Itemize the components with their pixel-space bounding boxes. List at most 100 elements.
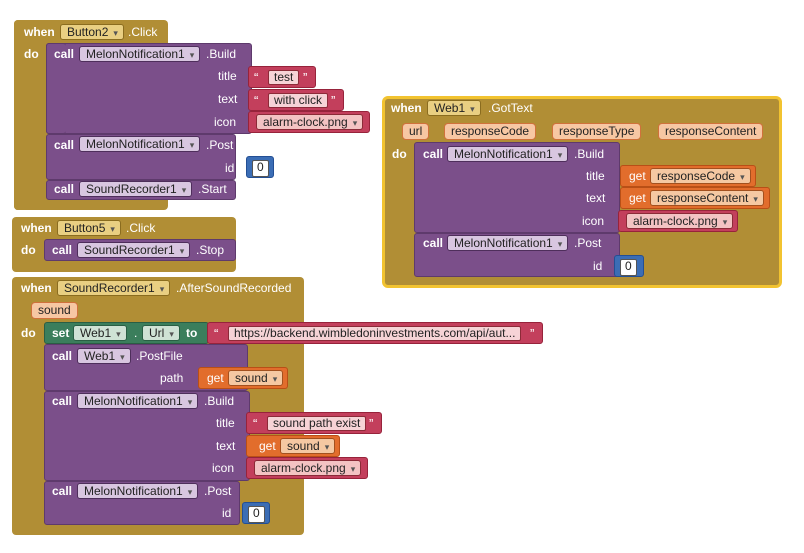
get-label: get — [629, 169, 646, 183]
variable-dropdown[interactable]: responseContent▾ — [650, 190, 764, 206]
event-name: .AfterSoundRecorded — [176, 281, 292, 295]
component-dropdown-melon[interactable]: MelonNotification1▾ — [447, 235, 569, 251]
quote-close-icon: ” — [331, 93, 336, 108]
event-parameter-responsecontent[interactable]: responseContent — [658, 123, 764, 140]
chevron-down-icon: ▾ — [557, 239, 563, 249]
method-name: .Build — [574, 147, 605, 161]
component-dropdown-web1[interactable]: Web1▾ — [427, 100, 481, 116]
method-name: .Post — [204, 484, 232, 498]
when-label: when — [391, 101, 422, 115]
call-label: call — [52, 349, 73, 363]
get-block[interactable]: get sound▾ — [246, 435, 340, 457]
component-dropdown-web1[interactable]: Web1▾ — [77, 348, 131, 364]
string-block[interactable]: “ sound path exist ” — [246, 412, 382, 434]
do-label: do — [392, 147, 407, 161]
variable-dropdown[interactable]: responseCode▾ — [650, 168, 751, 184]
chevron-down-icon: ▾ — [350, 464, 356, 474]
get-block[interactable]: get sound▾ — [198, 367, 288, 389]
chevron-down-icon: ▾ — [352, 118, 358, 128]
component-dropdown-button5[interactable]: Button5▾ — [57, 220, 121, 236]
call-block-body — [46, 43, 66, 134]
component-dropdown-soundrecorder[interactable]: SoundRecorder1▾ — [79, 181, 193, 197]
get-label: get — [259, 439, 276, 453]
chevron-down-icon: ▾ — [740, 172, 745, 182]
number-value[interactable]: 0 — [620, 259, 637, 276]
call-label: call — [52, 484, 73, 498]
method-name: .Build — [206, 47, 237, 61]
chevron-down-icon: ▾ — [159, 284, 165, 294]
asset-dropdown[interactable]: alarm-clock.png▾ — [254, 460, 362, 476]
call-label: call — [54, 182, 75, 196]
method-name: .Stop — [196, 243, 225, 257]
asset-block[interactable]: alarm-clock.png▾ — [248, 111, 370, 133]
chevron-down-icon: ▾ — [116, 329, 121, 339]
number-block[interactable]: 0 — [614, 255, 644, 277]
component-dropdown-melon[interactable]: MelonNotification1▾ — [447, 146, 569, 162]
component-dropdown-melon[interactable]: MelonNotification1▾ — [77, 393, 199, 409]
chevron-down-icon: ▾ — [181, 185, 187, 195]
arg-label-title: title — [218, 69, 237, 83]
component-dropdown-button2[interactable]: Button2▾ — [60, 24, 124, 40]
string-block-url[interactable]: “ https://backend.wimbledoninvestments.c… — [207, 322, 543, 344]
arg-label-text: text — [218, 92, 238, 106]
chevron-down-icon: ▾ — [722, 217, 728, 227]
quote-open-icon: “ — [254, 93, 259, 108]
chevron-down-icon: ▾ — [187, 487, 193, 497]
quote-close-icon: ” — [303, 70, 308, 85]
get-block[interactable]: get responseCode▾ — [620, 165, 756, 187]
number-block[interactable]: 0 — [242, 502, 270, 524]
event-parameter-responsetype[interactable]: responseType — [552, 123, 642, 140]
method-name: .Build — [204, 394, 235, 408]
call-label: call — [52, 243, 73, 257]
arg-label-icon: icon — [214, 115, 237, 129]
arg-label-id: id — [225, 161, 235, 175]
to-label: to — [186, 326, 198, 340]
chevron-down-icon: ▾ — [189, 50, 195, 60]
string-block[interactable]: “ with click ” — [248, 89, 344, 111]
chevron-down-icon: ▾ — [557, 150, 563, 160]
component-dropdown-soundrecorder[interactable]: SoundRecorder1▾ — [77, 242, 191, 258]
chevron-down-icon: ▾ — [120, 352, 125, 362]
string-value[interactable]: https://backend.wimbledoninvestments.com… — [228, 326, 522, 341]
call-label: call — [52, 394, 73, 408]
asset-block[interactable]: alarm-clock.png▾ — [618, 210, 738, 232]
component-dropdown-melon[interactable]: MelonNotification1▾ — [79, 46, 201, 62]
property-dropdown-url[interactable]: Url▾ — [142, 325, 180, 341]
variable-dropdown[interactable]: sound▾ — [228, 370, 284, 386]
number-block[interactable]: 0 — [246, 156, 274, 178]
arg-label-icon: icon — [212, 461, 235, 475]
event-name: .GotText — [488, 101, 533, 115]
number-value[interactable]: 0 — [252, 160, 269, 177]
quote-open-icon: “ — [254, 70, 259, 85]
set-label: set — [52, 326, 70, 340]
when-label: when — [21, 221, 52, 235]
asset-dropdown[interactable]: alarm-clock.png▾ — [256, 114, 364, 130]
event-block-body — [14, 20, 48, 210]
arg-label-text: text — [216, 439, 236, 453]
asset-dropdown[interactable]: alarm-clock.png▾ — [626, 213, 734, 229]
do-label: do — [21, 243, 36, 257]
string-value[interactable]: test — [268, 70, 300, 85]
dot-separator: . — [134, 326, 138, 340]
event-parameter-sound[interactable]: sound — [31, 302, 78, 319]
chevron-down-icon: ▾ — [179, 246, 185, 256]
quote-open-icon: “ — [253, 416, 258, 431]
number-value[interactable]: 0 — [248, 506, 265, 523]
event-parameter-url[interactable]: url — [402, 123, 430, 140]
call-label: call — [54, 138, 75, 152]
component-dropdown-web1[interactable]: Web1▾ — [73, 325, 127, 341]
string-value[interactable]: sound path exist — [267, 416, 367, 431]
string-block[interactable]: “ test ” — [248, 66, 316, 88]
arg-label-text: text — [586, 191, 606, 205]
asset-block[interactable]: alarm-clock.png▾ — [246, 457, 368, 479]
component-dropdown-melon[interactable]: MelonNotification1▾ — [79, 136, 201, 152]
string-value[interactable]: with click — [268, 93, 329, 108]
event-parameter-responsecode[interactable]: responseCode — [444, 123, 537, 140]
variable-dropdown[interactable]: sound▾ — [280, 438, 336, 454]
quote-close-icon: ” — [369, 416, 374, 431]
component-dropdown-melon[interactable]: MelonNotification1▾ — [77, 483, 199, 499]
get-block[interactable]: get responseContent▾ — [620, 187, 770, 209]
arg-label-title: title — [586, 169, 605, 183]
event-name: .Click — [126, 221, 156, 235]
component-dropdown-soundrecorder[interactable]: SoundRecorder1▾ — [57, 280, 171, 296]
